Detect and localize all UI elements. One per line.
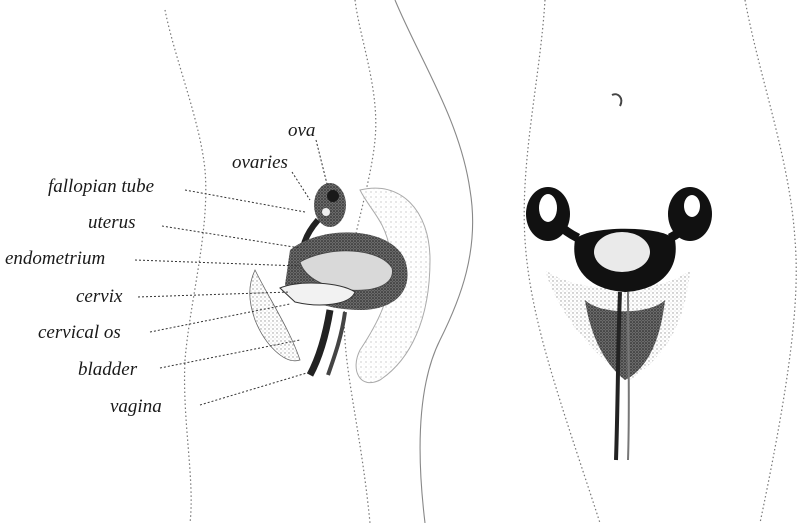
vulva-shading [585, 300, 665, 380]
side-view-illustration [165, 0, 473, 523]
side-ovum-2 [322, 208, 330, 216]
leader-vagina [200, 372, 310, 405]
side-ovary [314, 183, 346, 227]
leader-uterus [162, 226, 300, 248]
side-vagina [310, 310, 330, 375]
leader-ova [316, 140, 328, 188]
label-ova: ova [288, 120, 315, 141]
labels: ova ovaries fallopian tube uterus endome… [5, 120, 315, 417]
label-ovaries: ovaries [232, 152, 288, 173]
label-cervical-os: cervical os [38, 322, 121, 343]
front-view-illustration [524, 0, 796, 523]
front-outline-right [745, 0, 796, 523]
body-outline-back [165, 10, 206, 523]
front-uterus-cavity [594, 232, 650, 272]
side-ovum [327, 190, 339, 202]
front-left-ovary-highlight [539, 194, 557, 222]
leader-fallopian-tube [185, 190, 305, 212]
label-vagina: vagina [110, 396, 162, 417]
label-bladder: bladder [78, 359, 138, 380]
leader-endometrium [135, 260, 300, 266]
label-fallopian-tube: fallopian tube [48, 176, 154, 197]
front-right-ovary-highlight [684, 195, 700, 217]
label-endometrium: endometrium [5, 248, 105, 269]
label-uterus: uterus [88, 212, 136, 233]
leader-ovaries [292, 172, 310, 200]
label-cervix: cervix [76, 286, 123, 307]
front-vaginal-canal-edge [628, 292, 629, 460]
navel [612, 94, 621, 106]
